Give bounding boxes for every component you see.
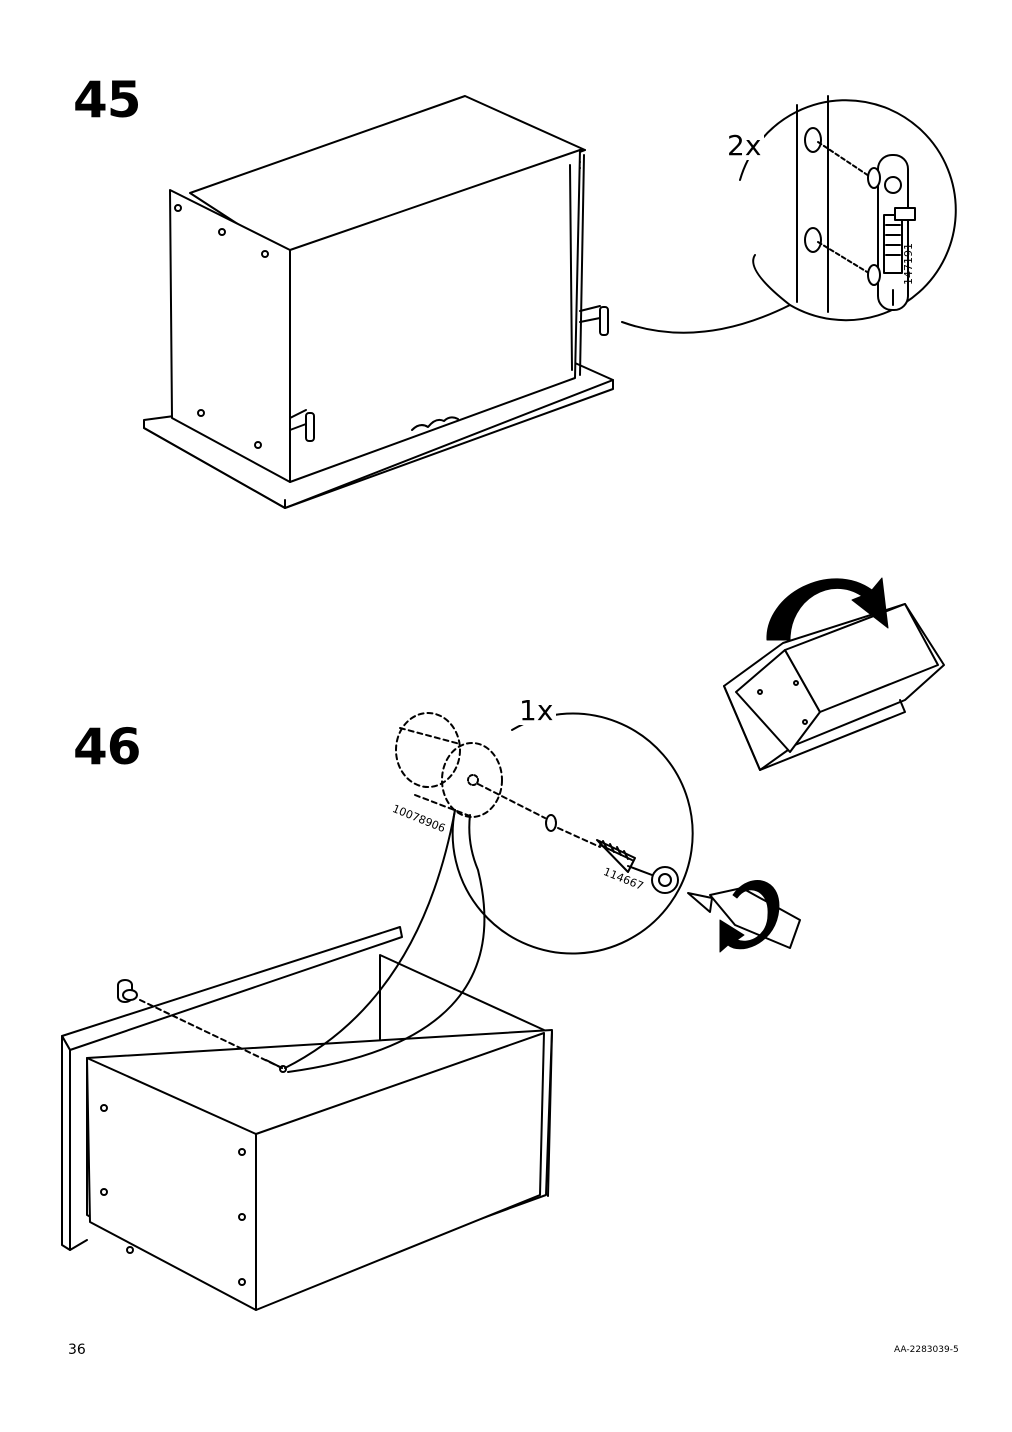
step45-drawer-body xyxy=(143,95,614,509)
clockwise-arrow-icon xyxy=(719,880,780,953)
step46-drawer-body xyxy=(61,926,553,1311)
step-45-quantity: 2x xyxy=(724,132,765,160)
step-46-number: 46 xyxy=(73,718,142,776)
step-45-part-number: 147191 xyxy=(902,243,915,285)
step46-detail-callout xyxy=(284,712,694,1073)
page-number: 36 xyxy=(68,1342,86,1358)
step-45-number: 45 xyxy=(73,71,142,129)
step-46-quantity: 1x xyxy=(516,697,557,725)
step45-detail-callout xyxy=(621,95,957,334)
document-code: AA-2283039-5 xyxy=(894,1345,959,1355)
screwdriver-icon xyxy=(687,887,801,949)
rotate-box-icon xyxy=(723,577,945,771)
